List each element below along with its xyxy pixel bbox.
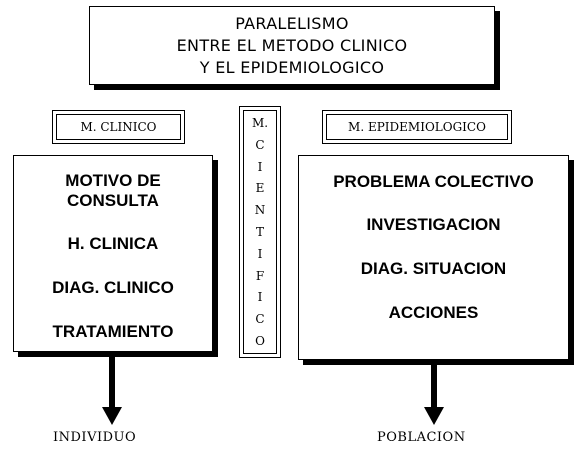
left-arrow-head-icon xyxy=(102,407,122,425)
letter-e: E xyxy=(255,181,265,196)
letter-m: M. xyxy=(251,116,269,130)
letter-i-2: I xyxy=(257,246,263,261)
title-line-2: ENTRE EL METODO CLINICO xyxy=(176,35,408,55)
right-arrow-head-icon xyxy=(424,407,444,425)
epidemiological-method-label: M. EPIDEMIOLOGICO xyxy=(326,114,508,140)
clinical-method-label-box: M. CLINICO xyxy=(52,110,185,144)
letter-f: F xyxy=(255,268,265,283)
step-consulta: CONSULTA xyxy=(67,191,159,210)
epidemiological-steps-box: PROBLEMA COLECTIVO INVESTIGACION DIAG. S… xyxy=(298,155,569,360)
letter-i: I xyxy=(257,159,263,174)
letter-t: T xyxy=(255,224,264,239)
letter-c: C xyxy=(255,137,265,152)
step-motivo: MOTIVO DE xyxy=(65,171,161,190)
step-diagnostico-clinico: DIAG. CLINICO xyxy=(52,278,174,297)
step-tratamiento: TRATAMIENTO xyxy=(52,322,174,341)
letter-i-3: I xyxy=(257,290,263,305)
clinical-steps-box: MOTIVO DE CONSULTA H. CLINICA DIAG. CLIN… xyxy=(13,155,213,352)
letter-c-2: C xyxy=(255,312,265,327)
step-historia-clinica: H. CLINICA xyxy=(67,234,159,253)
step-acciones: ACCIONES xyxy=(388,303,479,322)
step-investigacion: INVESTIGACION xyxy=(366,215,501,234)
scientific-method-letters: M. C I E N T I F I C O xyxy=(243,110,277,354)
epidemiological-method-label-box: M. EPIDEMIOLOGICO xyxy=(322,110,512,144)
step-diagnostico-situacion: DIAG. SITUACION xyxy=(360,259,507,278)
title-box: PARALELISMO ENTRE EL METODO CLINICO Y EL… xyxy=(89,6,495,85)
scientific-method-box: M. C I E N T I F I C O xyxy=(239,106,281,358)
clinical-method-label: M. CLINICO xyxy=(56,114,181,140)
letter-o: O xyxy=(255,333,265,348)
title-line-3: Y EL EPIDEMIOLOGICO xyxy=(199,57,385,77)
right-arrow-shaft xyxy=(431,363,437,409)
population-label: POBLACION xyxy=(377,430,466,445)
title-line-1: PARALELISMO xyxy=(235,13,349,33)
step-problema-colectivo: PROBLEMA COLECTIVO xyxy=(333,172,534,191)
individual-label: INDIVIDUO xyxy=(53,430,137,445)
letter-n: N xyxy=(254,203,266,218)
left-arrow-shaft xyxy=(109,357,115,409)
